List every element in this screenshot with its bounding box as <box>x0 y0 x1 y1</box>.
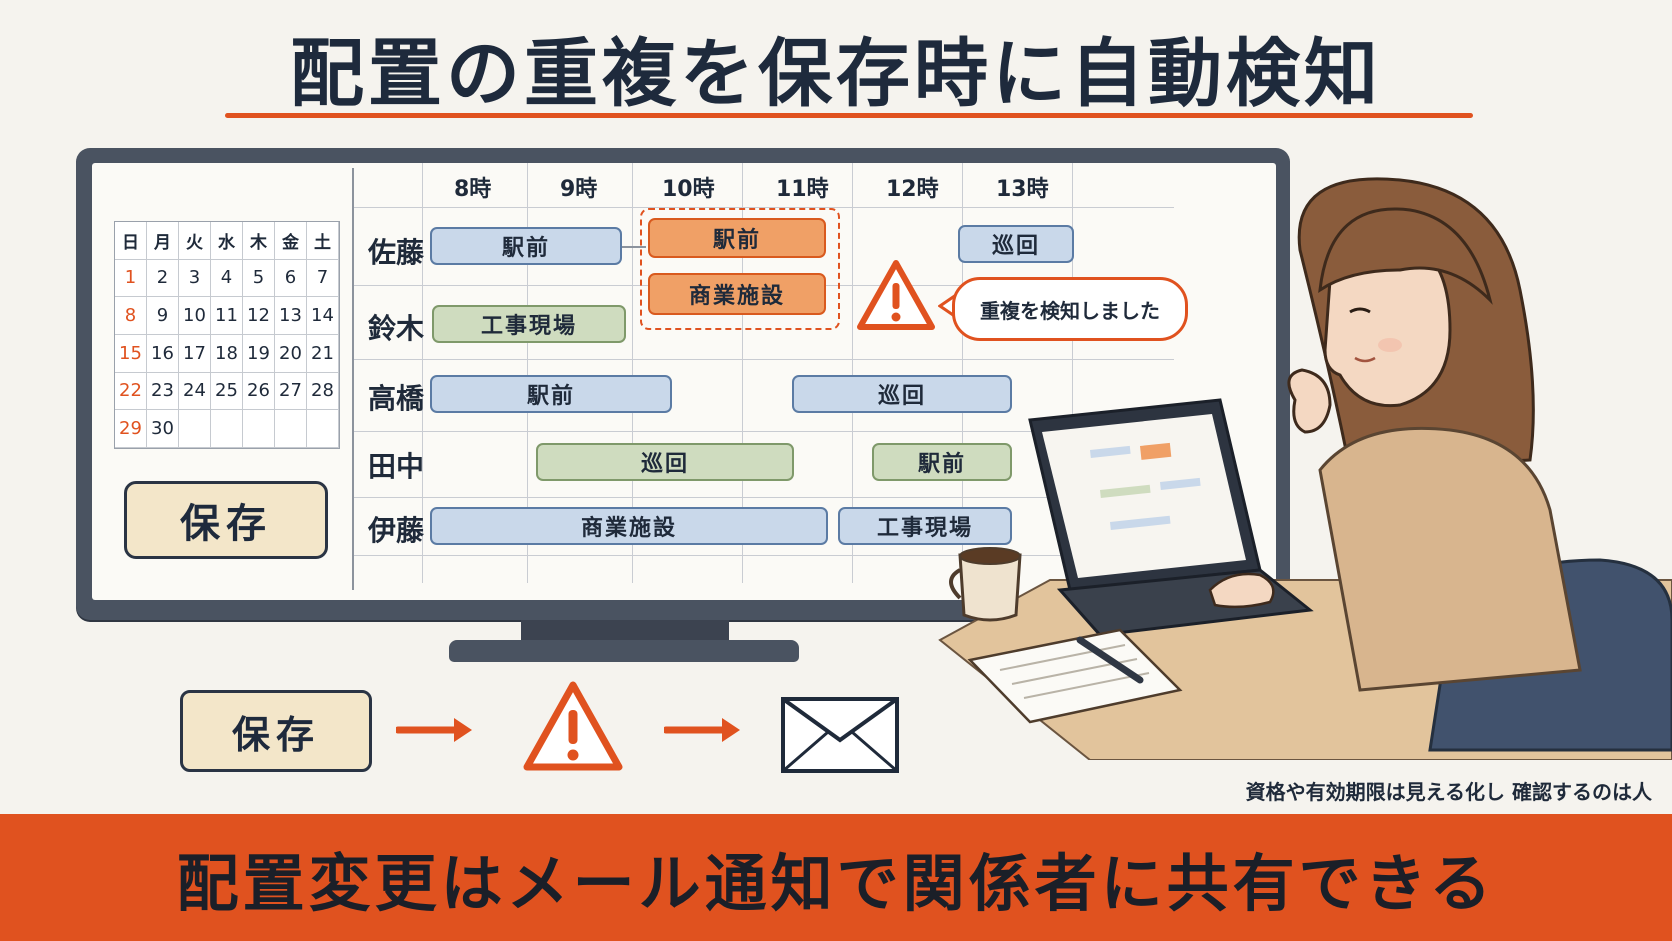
arrow-right-icon <box>396 718 472 742</box>
calendar-weekday: 土 <box>307 222 339 260</box>
grid-line <box>354 497 1174 498</box>
flow-save-button[interactable]: 保存 <box>180 690 372 772</box>
grid-line <box>354 431 1174 432</box>
calendar-day[interactable]: 15 <box>115 335 147 373</box>
staff-name: 佐藤 <box>368 236 425 269</box>
calendar-day[interactable]: 14 <box>307 297 339 335</box>
calendar-weekday: 金 <box>275 222 307 260</box>
schedule-divider <box>352 168 354 590</box>
calendar[interactable]: 日 月 火 水 木 金 土 1 2 3 4 5 6 7 8 9 10 11 12… <box>114 221 340 449</box>
assignment-bar[interactable]: 工事現場 <box>838 507 1012 545</box>
staff-name: 高橋 <box>368 382 425 415</box>
grid-line <box>354 555 1174 556</box>
staff-name: 鈴木 <box>368 312 425 345</box>
time-header: 11時 <box>776 177 829 202</box>
calendar-day <box>275 410 307 448</box>
calendar-day[interactable]: 17 <box>179 335 211 373</box>
calendar-weekday: 水 <box>211 222 243 260</box>
assignment-bar[interactable]: 巡回 <box>792 375 1012 413</box>
warning-icon <box>857 260 935 330</box>
grid-line <box>422 163 423 583</box>
calendar-day[interactable]: 9 <box>147 297 179 335</box>
time-header: 10時 <box>662 177 715 202</box>
calendar-day[interactable]: 28 <box>307 372 339 411</box>
calendar-day[interactable]: 27 <box>275 372 307 411</box>
calendar-day <box>179 410 211 448</box>
calendar-day[interactable]: 20 <box>275 335 307 373</box>
grid-line <box>527 163 528 583</box>
calendar-day[interactable]: 29 <box>115 410 147 448</box>
assignment-bar[interactable]: 駅前 <box>430 227 622 265</box>
calendar-day[interactable]: 2 <box>147 259 179 298</box>
calendar-day[interactable]: 13 <box>275 297 307 335</box>
calendar-day[interactable]: 6 <box>275 259 307 298</box>
assignment-bar[interactable]: 工事現場 <box>432 305 626 343</box>
calendar-weekday: 月 <box>147 222 179 260</box>
woman-with-laptop-illustration <box>938 177 1672 760</box>
calendar-day[interactable]: 12 <box>243 297 275 335</box>
calendar-day[interactable]: 10 <box>179 297 211 335</box>
connector-line <box>622 246 646 248</box>
calendar-day[interactable]: 30 <box>147 410 179 448</box>
calendar-weekday: 木 <box>243 222 275 260</box>
calendar-day[interactable]: 16 <box>147 335 179 373</box>
warning-icon <box>523 681 623 771</box>
calendar-day[interactable]: 22 <box>115 372 147 411</box>
calendar-day <box>243 410 275 448</box>
calendar-day[interactable]: 26 <box>243 372 275 411</box>
alert-bubble: 重複を検知しました <box>952 277 1188 341</box>
calendar-day[interactable]: 24 <box>179 372 211 411</box>
calendar-weekday: 火 <box>179 222 211 260</box>
grid-line <box>632 163 633 583</box>
caption: 資格や有効期限は見える化し 確認するのは人 <box>1245 780 1652 804</box>
time-header: 13時 <box>996 177 1049 202</box>
calendar-day[interactable]: 3 <box>179 259 211 298</box>
staff-name: 田中 <box>368 450 425 483</box>
calendar-day[interactable]: 19 <box>243 335 275 373</box>
monitor-screen: 日 月 火 水 木 金 土 1 2 3 4 5 6 7 8 9 10 11 12… <box>92 163 1276 600</box>
monitor-neck <box>521 620 729 642</box>
conflict-assignment-bar[interactable]: 商業施設 <box>648 273 826 315</box>
title-underline <box>225 113 1473 118</box>
calendar-day[interactable]: 23 <box>147 372 179 411</box>
grid-line <box>354 359 1174 360</box>
arrow-right-icon <box>664 718 740 742</box>
time-header: 12時 <box>886 177 939 202</box>
assignment-bar[interactable]: 駅前 <box>430 375 672 413</box>
page-title: 配置の重複を保存時に自動検知 <box>290 31 1382 117</box>
calendar-day[interactable]: 4 <box>211 259 243 298</box>
grid-line <box>852 163 853 583</box>
calendar-day[interactable]: 7 <box>307 259 339 298</box>
grid-line <box>742 163 743 583</box>
calendar-day[interactable]: 25 <box>211 372 243 411</box>
calendar-day[interactable]: 5 <box>243 259 275 298</box>
assignment-bar[interactable]: 駅前 <box>872 443 1012 481</box>
grid-line <box>1072 163 1073 583</box>
calendar-day[interactable]: 8 <box>115 297 147 335</box>
staff-name: 伊藤 <box>368 514 425 547</box>
assignment-bar[interactable]: 巡回 <box>536 443 794 481</box>
calendar-day[interactable]: 11 <box>211 297 243 335</box>
calendar-weekday: 日 <box>115 222 147 260</box>
time-header: 9時 <box>560 177 598 202</box>
save-button[interactable]: 保存 <box>124 481 328 559</box>
calendar-day <box>211 410 243 448</box>
conflict-highlight <box>640 208 840 330</box>
conflict-assignment-bar[interactable]: 駅前 <box>648 218 826 258</box>
calendar-day[interactable]: 1 <box>115 259 147 298</box>
time-header: 8時 <box>454 177 492 202</box>
assignment-bar[interactable]: 商業施設 <box>430 507 828 545</box>
footer-banner: 配置変更はメール通知で関係者に共有できる <box>0 814 1672 941</box>
grid-line <box>962 163 963 583</box>
assignment-bar[interactable]: 巡回 <box>958 225 1074 263</box>
calendar-day <box>307 410 339 448</box>
calendar-day[interactable]: 21 <box>307 335 339 373</box>
grid-line <box>354 207 1174 208</box>
mail-icon <box>781 697 899 773</box>
monitor-base <box>449 640 799 662</box>
calendar-day[interactable]: 18 <box>211 335 243 373</box>
